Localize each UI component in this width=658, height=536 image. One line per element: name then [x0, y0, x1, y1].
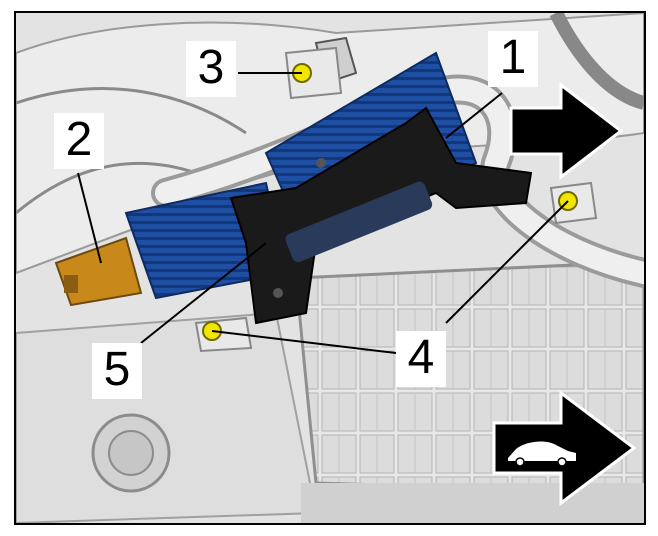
callout-4: 4: [396, 331, 446, 387]
bracket-window: [285, 181, 433, 263]
leader-line-4b: [211, 330, 397, 354]
bracket-rivet: [273, 288, 283, 298]
vehicle-interior-illustration: [16, 13, 644, 523]
callout-3: 3: [186, 41, 236, 97]
panel-edge-line: [16, 87, 247, 135]
mesh-panel-bottom: [301, 483, 644, 523]
callout-1: 1: [488, 31, 538, 87]
top-right-hose: [549, 13, 644, 110]
leader-lines: [77, 72, 569, 354]
vehicle-direction-arrow-icon: [492, 389, 637, 507]
leader-line-2: [77, 172, 102, 264]
arrow-right-icon: [509, 81, 624, 181]
bracket-rivet: [316, 158, 326, 168]
connector-latch: [64, 275, 78, 293]
leader-line-1: [445, 92, 503, 139]
callout-5: 5: [92, 343, 142, 399]
lower-left-panel: [16, 311, 318, 523]
callout-2: 2: [54, 113, 104, 169]
car-icon: [508, 441, 576, 467]
leader-line-4a: [445, 200, 569, 324]
leader-line-5: [140, 242, 267, 344]
illustration-frame: 1 2 3 4 5: [14, 11, 646, 525]
floor-hole-inner: [108, 430, 154, 476]
panel-edge-line: [16, 161, 197, 215]
mounting-tab: [284, 46, 343, 100]
